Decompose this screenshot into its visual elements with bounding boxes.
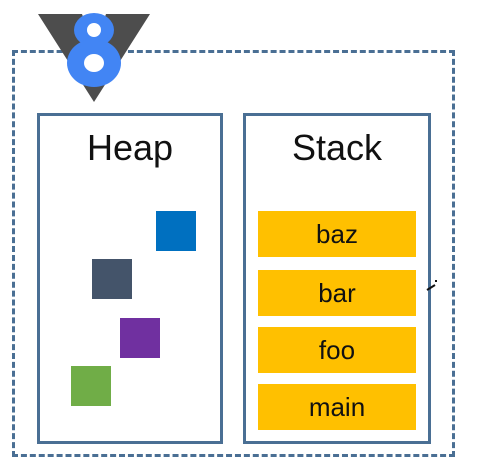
heap-object-blue (156, 211, 196, 251)
heap-object-purple (120, 318, 160, 358)
v8-logo-icon (38, 13, 150, 102)
stack-frame-main: main (258, 384, 416, 430)
heap-object-slate (92, 259, 132, 299)
v8-engine-container (12, 50, 455, 457)
stack-frame-baz: baz (258, 211, 416, 257)
heap-panel: Heap (37, 113, 223, 444)
v8-logo-numeral-hole-bottom (84, 54, 104, 72)
stack-frame-bar: bar (258, 270, 416, 316)
arrow-tip-icon (426, 280, 437, 291)
stack-frame-foo: foo (258, 327, 416, 373)
stack-panel: Stack baz bar foo main (243, 113, 431, 444)
heap-object-green (71, 366, 111, 406)
heap-title: Heap (86, 127, 174, 168)
v8-logo-numeral-hole-top (87, 23, 101, 37)
stack-title: Stack (291, 127, 383, 168)
